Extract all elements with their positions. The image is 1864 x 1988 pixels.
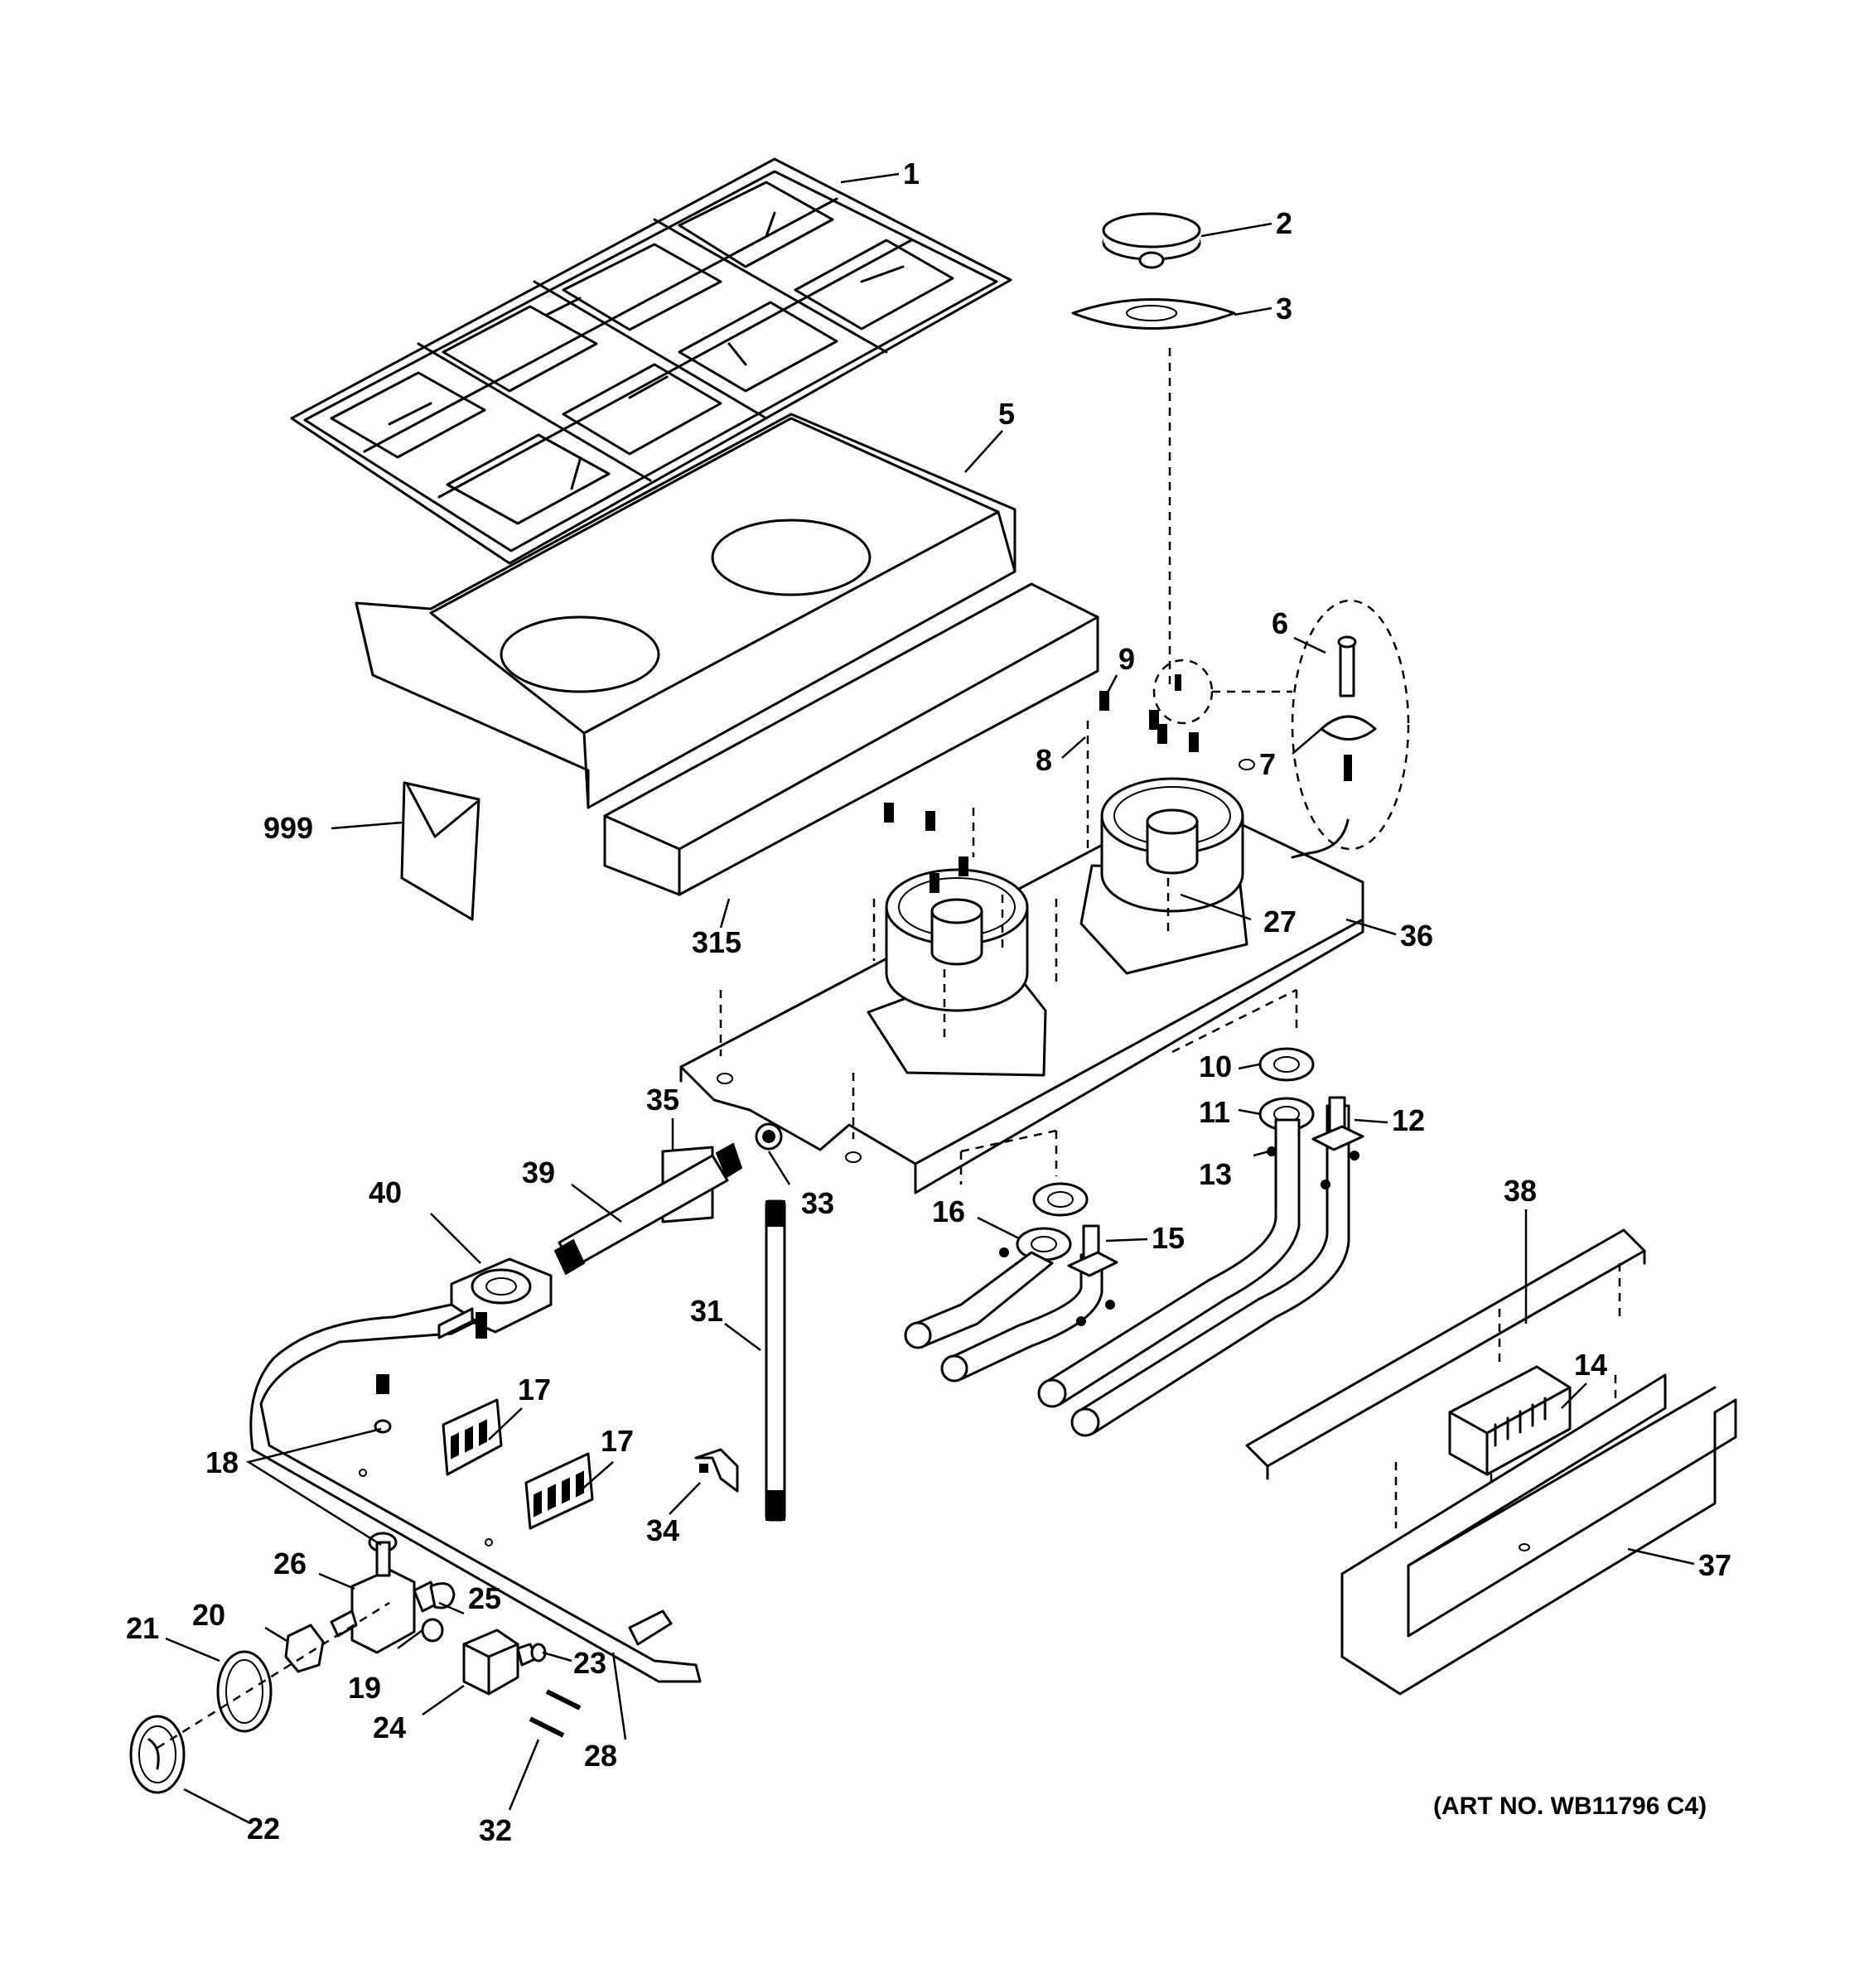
callout-14: 14 xyxy=(1574,1348,1607,1382)
part-igniter-switch xyxy=(462,1629,547,1696)
callout-315: 315 xyxy=(692,925,741,959)
leader-lines xyxy=(165,172,1695,1824)
part-drip-pan xyxy=(355,413,1017,809)
callout-32: 32 xyxy=(479,1813,512,1847)
callout-23: 23 xyxy=(573,1646,606,1680)
callout-labels: 1 2 3 5 6 7 8 9 10 11 12 13 14 15 16 17 … xyxy=(126,157,1731,1847)
callout-33: 33 xyxy=(801,1186,834,1220)
callout-10: 10 xyxy=(1199,1049,1232,1083)
part-gas-pipe xyxy=(765,1199,786,1522)
callout-1: 1 xyxy=(903,157,920,191)
part-trim-channel xyxy=(603,582,1099,896)
callout-7: 7 xyxy=(1259,747,1276,781)
callout-15: 15 xyxy=(1152,1221,1185,1255)
callout-12: 12 xyxy=(1392,1103,1425,1137)
callout-37: 37 xyxy=(1698,1548,1731,1582)
part-pipe-clip xyxy=(694,1448,739,1493)
part-literature-envelope xyxy=(400,781,480,921)
art-number: (ART NO. WB11796 C4) xyxy=(1433,1793,1707,1820)
callout-24: 24 xyxy=(373,1711,406,1744)
callout-6: 6 xyxy=(1272,606,1288,640)
callout-5: 5 xyxy=(998,397,1015,431)
callout-19: 19 xyxy=(348,1671,381,1705)
part-valve-washer xyxy=(421,1618,444,1643)
part-burner-tubes-right xyxy=(1037,988,1364,1437)
callout-8: 8 xyxy=(1036,743,1052,777)
part-bezel xyxy=(284,1624,325,1673)
part-igniter-detail xyxy=(1152,599,1410,859)
callout-38: 38 xyxy=(1504,1174,1537,1208)
callout-31: 31 xyxy=(690,1294,723,1328)
part-knob xyxy=(129,1715,186,1794)
part-grates xyxy=(290,157,1012,565)
callout-40: 40 xyxy=(369,1175,402,1209)
callout-17-lower: 17 xyxy=(601,1424,634,1458)
callout-18: 18 xyxy=(205,1445,239,1479)
screws xyxy=(719,691,1199,1139)
part-burner-box xyxy=(679,759,1364,1194)
part-manifold-pipe xyxy=(553,1122,783,1276)
callout-35: 35 xyxy=(646,1083,679,1117)
part-burner-tubes-left xyxy=(904,1129,1118,1382)
callout-20: 20 xyxy=(192,1598,225,1632)
part-switch-screws xyxy=(529,1689,582,1738)
callout-39: 39 xyxy=(522,1156,555,1189)
part-manifold-bar xyxy=(249,1303,702,1683)
callout-22: 22 xyxy=(247,1812,280,1846)
callout-9: 9 xyxy=(1118,642,1135,676)
callout-21: 21 xyxy=(126,1611,159,1645)
callout-34: 34 xyxy=(646,1513,679,1547)
part-channel xyxy=(1340,1373,1737,1696)
callout-3: 3 xyxy=(1276,292,1292,326)
part-knob-ring xyxy=(216,1650,273,1733)
part-pressure-regulator xyxy=(450,1257,553,1339)
callout-26: 26 xyxy=(273,1546,307,1580)
callout-999: 999 xyxy=(263,811,313,845)
callout-27: 27 xyxy=(1263,905,1297,939)
callout-28: 28 xyxy=(584,1739,617,1773)
part-terminal-blocks xyxy=(442,1398,594,1530)
callout-13: 13 xyxy=(1199,1157,1232,1191)
part-valve xyxy=(330,1532,456,1654)
callout-25: 25 xyxy=(468,1581,501,1615)
callout-11: 11 xyxy=(1199,1095,1230,1129)
part-manifold-screws xyxy=(374,1374,392,1434)
callout-17-upper: 17 xyxy=(518,1373,551,1407)
callout-16: 16 xyxy=(932,1194,965,1228)
part-ignition-module xyxy=(1448,1365,1572,1476)
part-burner-head xyxy=(1071,298,1236,330)
callout-36: 36 xyxy=(1400,919,1433,953)
callout-2: 2 xyxy=(1276,206,1292,240)
part-burner-cap xyxy=(1102,212,1201,269)
